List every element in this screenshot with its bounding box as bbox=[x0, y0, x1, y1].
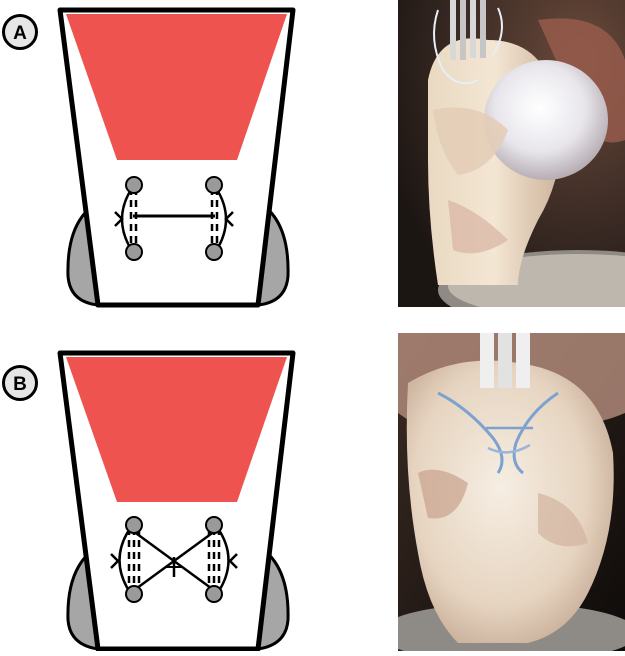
panel-label-b-text: B bbox=[13, 374, 27, 395]
panel-label-a-text: A bbox=[13, 23, 27, 44]
repair-schematic-b bbox=[0, 345, 300, 651]
diagram-panel-a: A bbox=[0, 0, 300, 310]
repair-schematic-a bbox=[0, 0, 300, 310]
diagram-panel-b: B bbox=[0, 345, 300, 651]
specimen-photo-a bbox=[398, 0, 625, 307]
panel-label-a: A bbox=[0, 12, 40, 52]
panel-label-b: B bbox=[0, 363, 40, 403]
specimen-photo-b bbox=[398, 333, 625, 651]
